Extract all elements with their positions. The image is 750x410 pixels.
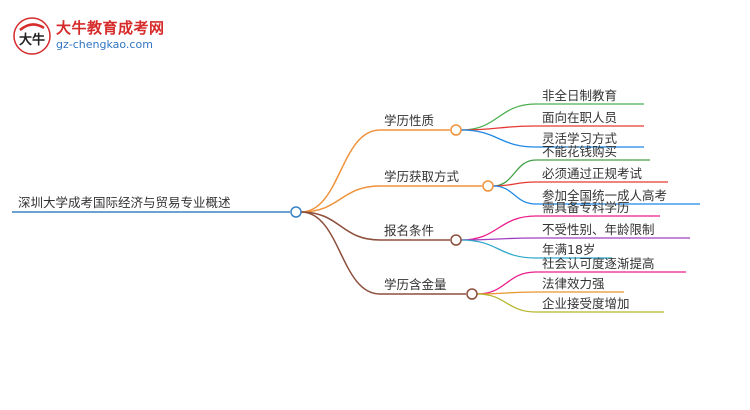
- root-topic: 深圳大学成考国际经济与贸易专业概述: [18, 195, 231, 210]
- leaf-connector: [460, 215, 537, 241]
- branch-collapse-toggle[interactable]: [482, 180, 494, 192]
- site-logo[interactable]: 大牛 大牛教育成考网 gz-chengkao.com: [12, 14, 165, 55]
- leaf-connector: [476, 271, 537, 295]
- leaf-topic: 面向在职人员: [542, 110, 617, 125]
- branch-topic: 学历获取方式: [384, 169, 460, 184]
- leaf-topic: 非全日制教育: [542, 88, 617, 103]
- leaf-connector: [460, 239, 537, 259]
- leaf-connector: [460, 125, 537, 131]
- branch-connector: [300, 129, 381, 213]
- branch-topic: 报名条件: [384, 223, 434, 238]
- leaf-topic: 法律效力强: [542, 276, 605, 291]
- branch-connector: [300, 211, 381, 241]
- logo-url[interactable]: gz-chengkao.com: [56, 38, 153, 51]
- leaf-topic: 不受性别、年龄限制: [542, 222, 655, 237]
- root-collapse-toggle[interactable]: [290, 206, 302, 218]
- leaf-connector: [476, 293, 537, 313]
- logo-title: 大牛教育成考网: [56, 19, 165, 37]
- leaf-connector: [460, 103, 537, 131]
- svg-text:大牛: 大牛: [19, 32, 45, 48]
- leaf-topic: 不能花钱购买: [542, 144, 617, 159]
- leaf-topic: 参加全国统一成人高考: [542, 188, 667, 203]
- branch-collapse-toggle[interactable]: [466, 288, 478, 300]
- branch-connector: [300, 185, 381, 213]
- leaf-topic: 灵活学习方式: [542, 131, 618, 146]
- mind-map-edges: [12, 103, 700, 313]
- leaf-topic: 需具备专科学历: [542, 200, 630, 215]
- leaf-topic: 社会认可度逐渐提高: [542, 256, 655, 271]
- niu-logo-icon: 大牛: [13, 17, 51, 55]
- branch-collapse-toggle[interactable]: [450, 124, 462, 136]
- branch-collapse-toggle[interactable]: [450, 234, 462, 246]
- leaf-connector: [460, 129, 537, 148]
- leaf-topic: 年满18岁: [542, 242, 595, 257]
- leaf-connector: [492, 185, 537, 205]
- mind-map-nodes: 深圳大学成考国际经济与贸易专业概述 学历性质 非全日制教育面向在职人员灵活学习方式学…: [18, 88, 667, 311]
- leaf-topic: 企业接受度增加: [542, 296, 630, 311]
- leaf-topic: 必须通过正规考试: [542, 166, 643, 181]
- branch-topic: 学历含金量: [384, 277, 447, 292]
- branch-connector: [300, 211, 381, 295]
- branch-topic: 学历性质: [384, 113, 434, 128]
- leaf-connector: [492, 181, 537, 187]
